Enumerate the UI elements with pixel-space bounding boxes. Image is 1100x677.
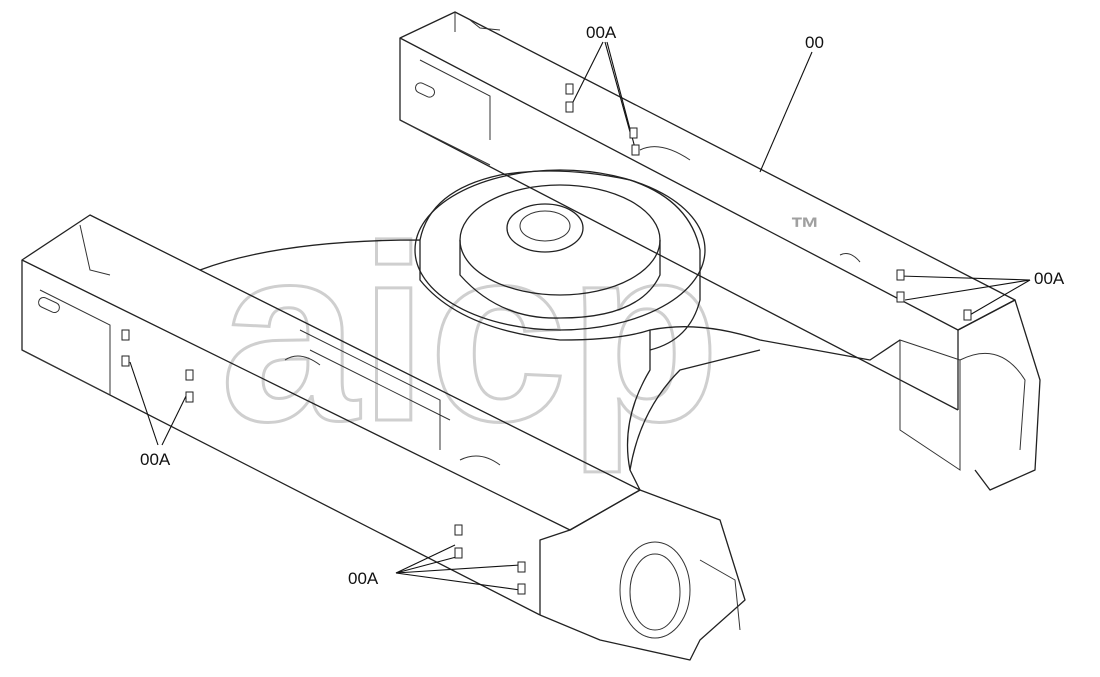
leader-bottom-b	[395, 555, 461, 574]
right-track-frame	[399, 11, 1041, 491]
leader-main	[759, 51, 813, 173]
left-track-frame	[21, 214, 746, 661]
callout-main: 00	[805, 33, 824, 52]
watermark-text: aicp	[220, 194, 720, 473]
leader-top-a	[569, 41, 604, 109]
leader-bottom-a	[395, 544, 456, 574]
leader-right-b	[904, 279, 1031, 301]
callout-left: 00A	[140, 450, 171, 469]
leader-right-c	[967, 279, 1031, 317]
bolt-marks	[121, 83, 972, 595]
leader-left-b	[161, 391, 189, 446]
leader-right-a	[899, 275, 1031, 281]
callout-labels: 00 00A 00A 00A 00A	[140, 23, 1065, 588]
leader-bottom-d	[395, 572, 521, 591]
trademark-symbol: ™	[790, 212, 820, 245]
leader-bottom-c	[395, 564, 521, 574]
callout-top: 00A	[586, 23, 617, 42]
callout-right: 00A	[1034, 269, 1065, 288]
callout-bottom: 00A	[348, 569, 379, 588]
leader-left-a	[129, 361, 159, 446]
center-frame	[199, 169, 901, 491]
leader-top-c	[604, 41, 631, 133]
